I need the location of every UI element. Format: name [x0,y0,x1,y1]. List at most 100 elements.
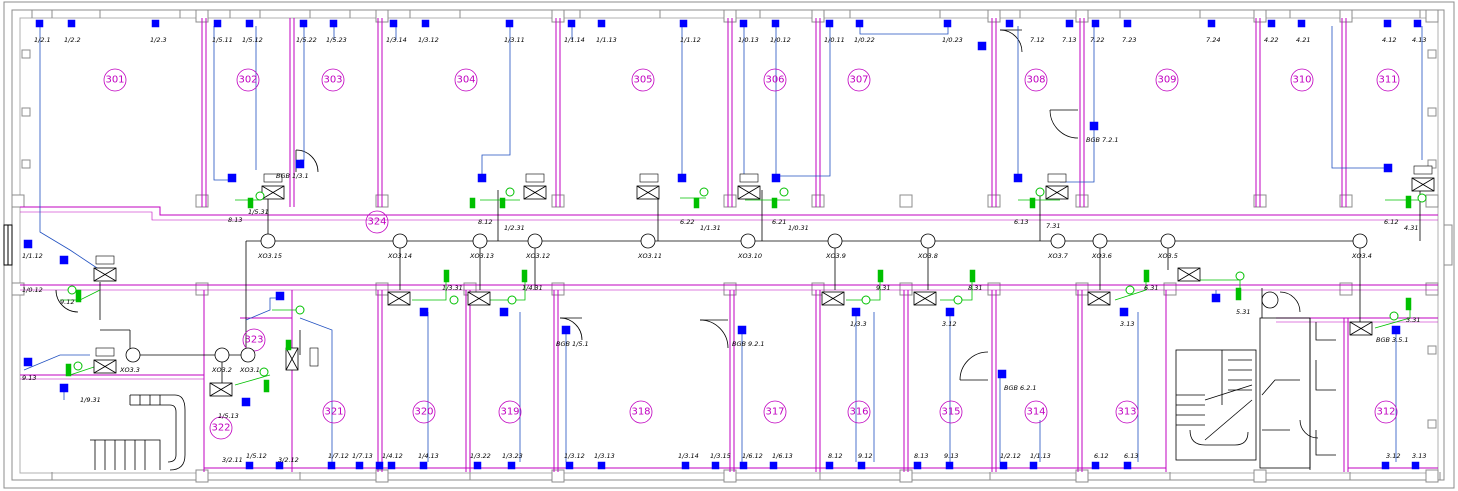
room-number-319: 319 [500,407,519,418]
junction-label: ХО3.1 [239,366,260,374]
note: 1/6.12 [742,452,763,460]
structural-columns [11,9,1439,483]
panel [387,291,411,306]
room-marker-317 [763,400,787,424]
note: 1/1.12 [22,252,43,260]
note: 1/3.14 [678,452,699,460]
panel [1045,185,1069,200]
note: 7.22 [1090,36,1104,44]
room-marker-305 [631,68,655,92]
panel [523,185,547,200]
note: 1/1.14 [564,36,585,44]
note: 1/0.12 [770,36,791,44]
entrance-left [3,224,13,266]
room-marker-311 [1376,68,1400,92]
note: 1/1.12 [680,36,701,44]
junction-label: ХО3.3 [119,366,140,374]
room-marker-315 [939,400,963,424]
room-number-302: 302 [238,75,257,86]
note: 3.31 [1406,316,1420,324]
junction-label: ХО3.5 [1157,252,1178,260]
room-numbers: 301 302 303 304 305 306 307 308 309 310 … [105,75,1397,434]
partitions [20,18,1438,472]
note: 1/5.12 [242,36,263,44]
panel [913,291,937,306]
room-number-323: 323 [244,335,263,346]
note: 4.21 [1296,36,1310,44]
note: 6.12 [1094,452,1108,460]
room-number-308: 308 [1026,75,1045,86]
note: 1/3.11 [504,36,525,44]
junction-label: ХО3.6 [1091,252,1112,260]
note: 1/3.22 [470,452,491,460]
room-number-305: 305 [633,75,652,86]
junction-box [640,233,656,249]
note: 1/2.3 [150,36,167,44]
note: 1/0.12 [22,286,43,294]
note: 1/2.1 [34,36,51,44]
note: 3.13 [1412,452,1426,460]
room-marker-310 [1290,68,1314,92]
note: 7.23 [1122,36,1136,44]
room-number-316: 316 [849,407,868,418]
junction-label: ХО3.13 [469,252,494,260]
note: 7.12 [1030,36,1044,44]
note: 1/3.12 [418,36,439,44]
note: 1/0.31 [788,224,809,232]
note: 4.22 [1264,36,1278,44]
junction-label: ХО3.11 [637,252,662,260]
room-number-322: 322 [211,423,230,434]
note: 6.22 [680,218,694,226]
panel [209,382,233,397]
junction-label: ХО3.2 [211,366,232,374]
note: 7.31 [1046,222,1060,230]
panel [285,347,299,371]
junction-box [1160,233,1176,249]
junction-box [1050,233,1066,249]
panel [1087,291,1111,306]
room-marker-321 [322,400,346,424]
note: 4.13 [1412,36,1426,44]
junction-label: ХО3.8 [917,252,938,260]
note: 1/4.31 [522,284,543,292]
junction-label: ХО3.15 [257,252,282,260]
sounders [67,187,1427,377]
note: ВGВ 6.2.1 [1004,384,1037,392]
note: 7.13 [1062,36,1076,44]
junction-label: ХО3.7 [1047,252,1069,260]
room-number-310: 310 [1292,75,1311,86]
control-panels [93,177,1435,397]
note: 1/4.13 [418,452,439,460]
note: 1/5.12 [246,452,267,460]
note: 8.13 [228,216,242,224]
note: 1/3.12 [564,452,585,460]
note: ВGВ 1/5.1 [556,340,589,348]
note: 1/3.14 [386,36,407,44]
note: 9.31 [876,284,890,292]
note: ВGВ 9.2.1 [732,340,765,348]
note: 6.13 [1124,452,1138,460]
room-number-312: 312 [1376,407,1395,418]
note: 1/3.31 [442,284,463,292]
panel [737,185,761,200]
room-marker-309 [1155,68,1179,92]
note: 3.12 [1386,452,1400,460]
note: 1/3.23 [502,452,523,460]
note: 8.31 [968,284,982,292]
note: 1/2.2 [64,36,81,44]
room-marker-304 [454,68,478,92]
junction-box [125,347,141,363]
note: 1/2.12 [1000,452,1021,460]
room-number-307: 307 [849,75,868,86]
room-number-324: 324 [367,217,386,228]
room-marker-308 [1024,68,1048,92]
note: 9.13 [22,374,36,382]
junction-box [214,347,230,363]
entrance-right [1443,224,1453,266]
note: 9.12 [60,298,74,306]
note: 1/2.31 [504,224,525,232]
note: 3/2.11 [222,456,243,464]
stairs-left [90,394,186,471]
junction-boxes [125,233,1368,363]
